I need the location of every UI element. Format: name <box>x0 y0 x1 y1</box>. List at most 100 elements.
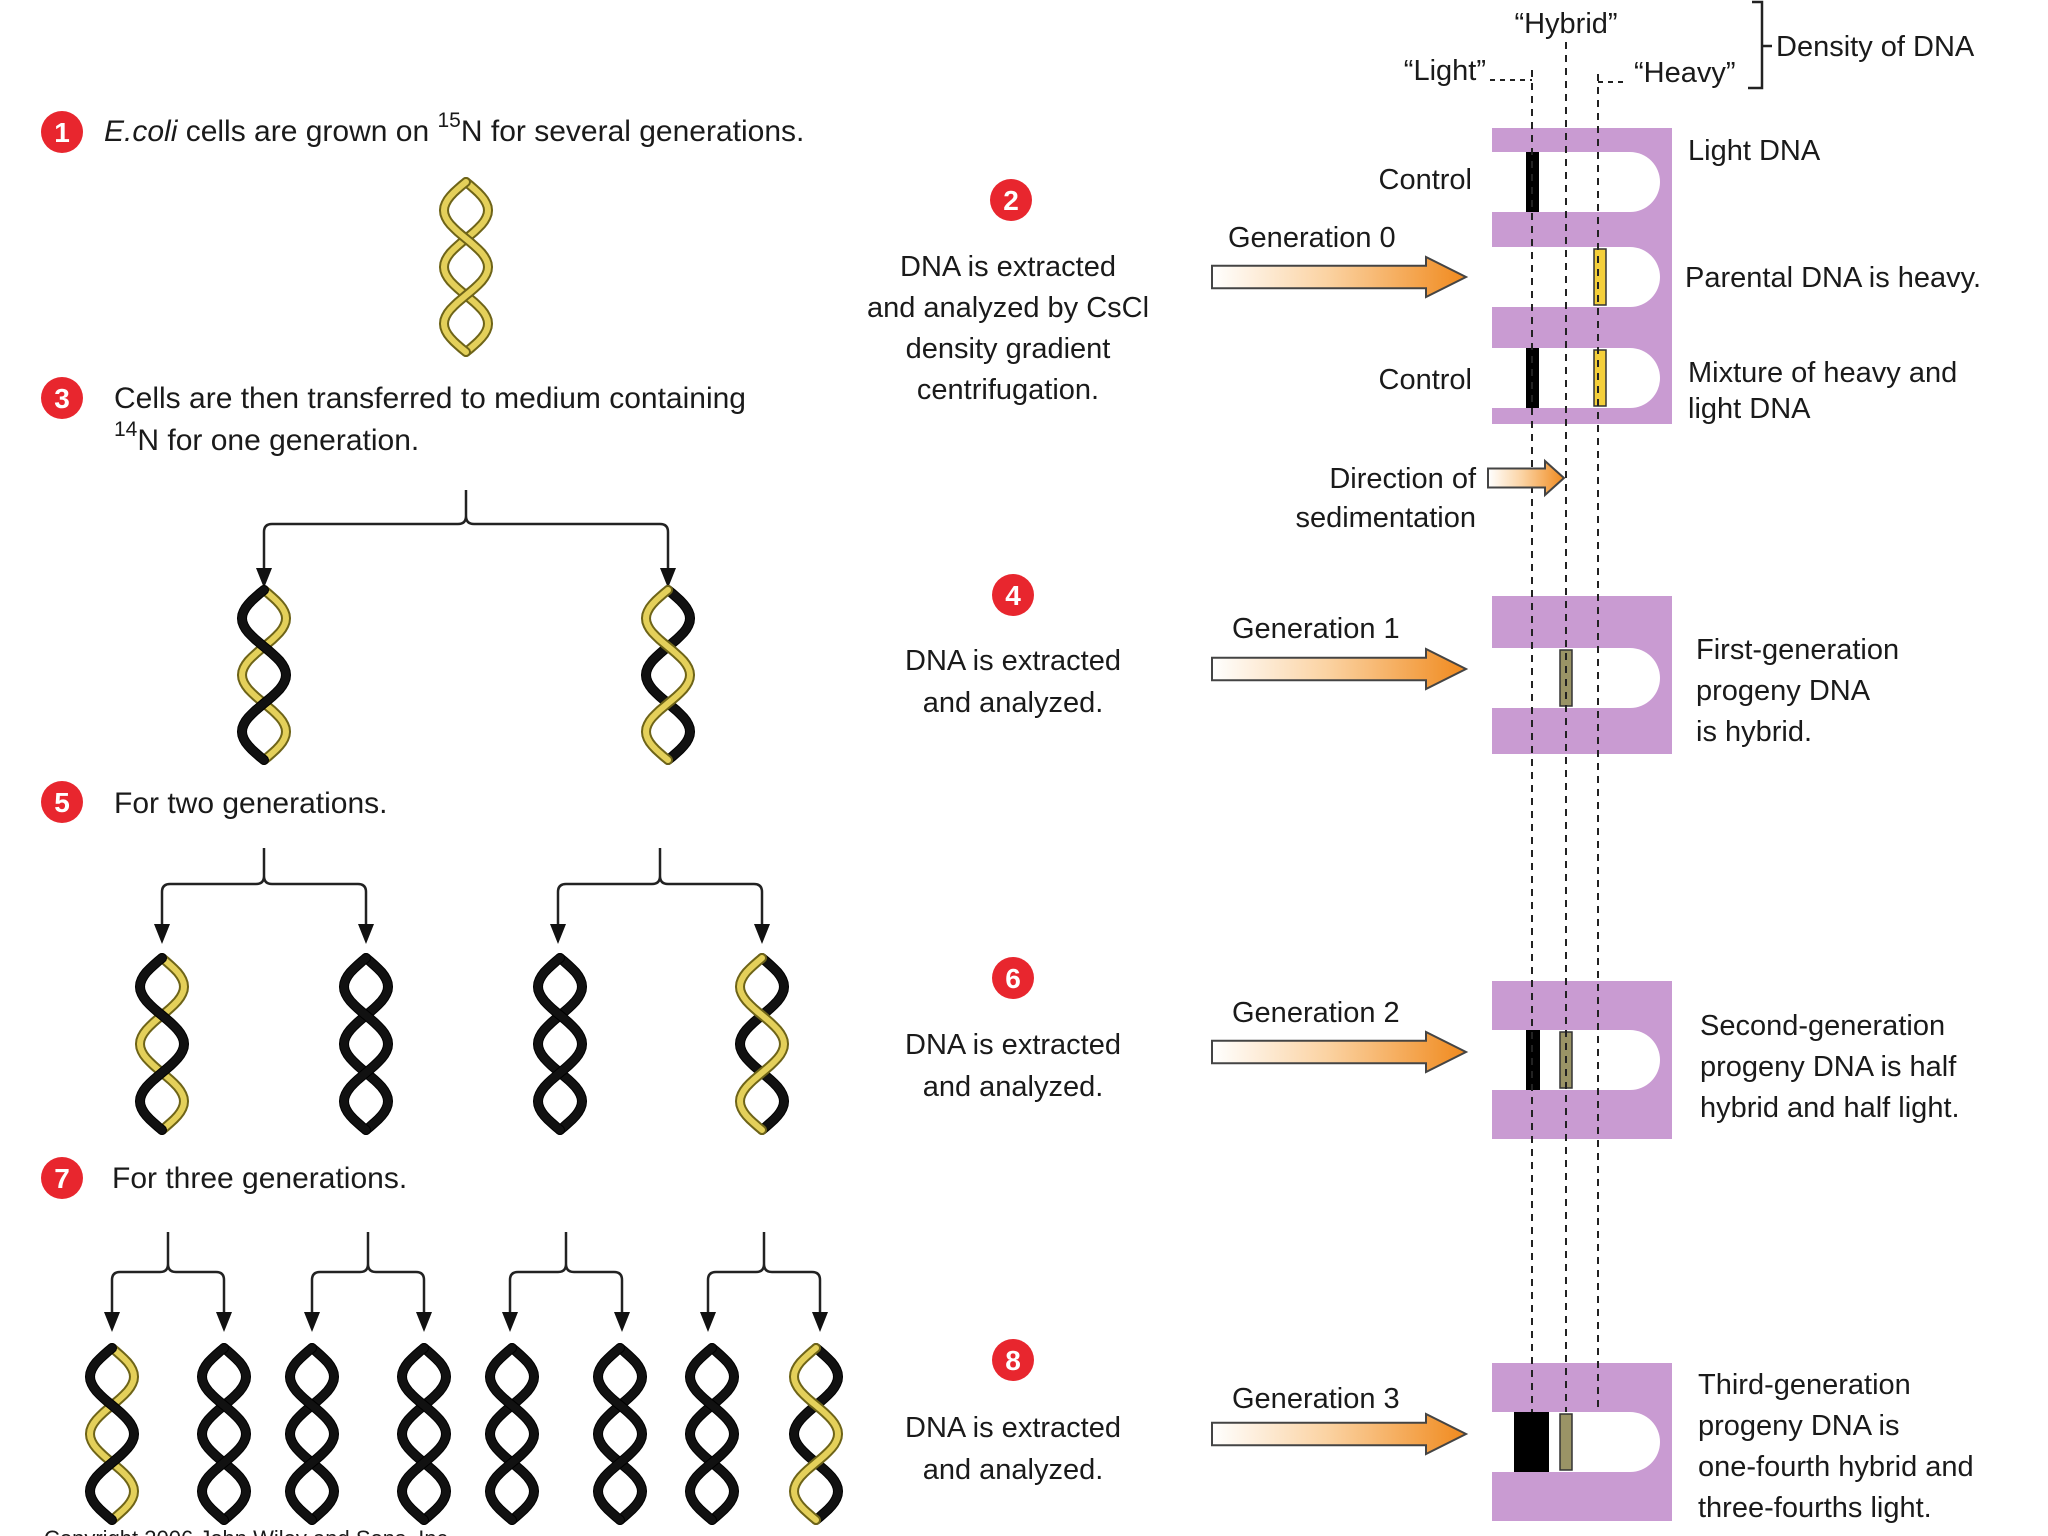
second-desc-3: hybrid and half light. <box>1700 1092 1960 1124</box>
first-desc-1: First-generation <box>1696 634 1899 666</box>
gen2-helix-2 <box>338 953 394 1135</box>
gen1-helix-left-strand-1 <box>238 587 290 763</box>
step-8: 8 DNA is extracted and analyzed. <box>905 1339 1121 1486</box>
control-light-tube <box>1492 152 1660 212</box>
parent-helix-strand-2 <box>440 179 492 355</box>
gen1-brace-lines <box>262 490 670 572</box>
gen2-helix-4-strand-1-outline <box>734 953 790 1135</box>
step-2-line-3: density gradient <box>906 333 1111 365</box>
step-1-text: E.coli cells are grown on 15N for severa… <box>104 109 804 148</box>
gen3-helix-3-strand-2-outline <box>284 1343 340 1525</box>
gen0-tube <box>1492 247 1660 307</box>
generation-3-label: Generation 3 <box>1232 1383 1400 1415</box>
direction-line-1: Direction of <box>1329 463 1477 495</box>
step-5-badge <box>41 781 83 823</box>
gen3-helix-1-strand-1 <box>86 1345 138 1523</box>
gen3-helix-7-strand-2 <box>685 1344 739 1524</box>
gen3-helix-2 <box>196 1343 252 1525</box>
third-desc-3: one-fourth hybrid and <box>1698 1451 1974 1483</box>
gen3-helix-2-strand-1-outline <box>196 1343 252 1525</box>
gen3-helix-5-strand-1-outline <box>484 1343 540 1525</box>
light-label: “Light” <box>1404 55 1486 87</box>
parental-dna-helix <box>438 177 494 357</box>
gen3-brace-4-arrowhead-left <box>700 1312 716 1332</box>
gen3-helix-6-strand-2 <box>593 1344 647 1524</box>
step-8-number: 8 <box>1005 1345 1021 1376</box>
gen3-helix-2-strand-1 <box>197 1344 251 1524</box>
step-8-badge <box>992 1339 1034 1381</box>
parent-helix <box>438 177 494 357</box>
generation-1-arrow <box>1211 647 1469 691</box>
generation-2-arrow <box>1211 1030 1469 1074</box>
step-1: 1 E.coli cells are grown on 15N for seve… <box>41 109 804 153</box>
gen3-helix-1 <box>84 1343 140 1525</box>
gen2-helix-1-strand-2-outline <box>134 953 190 1135</box>
step-5-text: For two generations. <box>114 787 387 820</box>
gen1-helix-right-strand-1 <box>641 586 695 764</box>
gen2-helix-3 <box>532 953 588 1135</box>
control-mixture-tube <box>1492 348 1660 408</box>
gen2-brace-left-arrowhead-right <box>358 924 374 944</box>
gen3-helix-4 <box>396 1343 452 1525</box>
step-6-line-1: DNA is extracted <box>905 1029 1121 1061</box>
step-1-number: 1 <box>54 117 70 148</box>
gen3-brace-1-lines <box>110 1232 226 1316</box>
gen3-helix-4-strand-1 <box>397 1344 451 1524</box>
generation-3-arrow <box>1211 1412 1469 1456</box>
density-bracket <box>1748 0 1772 90</box>
gen3-helix-4-strand-1-outline <box>396 1343 452 1525</box>
direction-line-2: sedimentation <box>1295 502 1476 534</box>
gen1-helix-right-strand-2 <box>642 587 694 763</box>
gen2-brace-right-arrowhead-right <box>754 924 770 944</box>
generation-0-label: Generation 0 <box>1228 222 1396 254</box>
gen3-helix-1-strand-2 <box>85 1344 139 1524</box>
gen3-helix-8-strand-2 <box>790 1345 842 1523</box>
gen3-helix-6 <box>592 1343 648 1525</box>
gen3-brace-4 <box>700 1232 828 1332</box>
gen2-helix-1-strand-2 <box>135 954 189 1134</box>
gen1-helix-right <box>640 585 696 765</box>
gen3-helix-3-strand-2 <box>285 1344 339 1524</box>
control-top-label: Control <box>1379 164 1473 196</box>
gen3-helix-6-strand-1 <box>593 1344 647 1524</box>
generation-0-arrow <box>1211 255 1469 299</box>
gen2-brace-left <box>154 848 374 944</box>
step-2-number: 2 <box>1003 185 1019 216</box>
gen3-brace-4-arrowhead-right <box>812 1312 828 1332</box>
gen3-brace-1-arrowhead-right <box>216 1312 232 1332</box>
gen3-helix-5-strand-1 <box>485 1344 539 1524</box>
gen3-brace-1-arrowhead-left <box>104 1312 120 1332</box>
gen3-helix-5-strand-2 <box>485 1344 539 1524</box>
heavy-label: “Heavy” <box>1634 57 1736 89</box>
control-bottom-label: Control <box>1379 364 1473 396</box>
gen1-helix-left-strand-2 <box>237 586 291 764</box>
density-reference-lines <box>1531 42 1599 1412</box>
step-8-line-1: DNA is extracted <box>905 1412 1121 1444</box>
gen2-helices <box>134 953 790 1135</box>
step-1-badge <box>41 111 83 153</box>
gen1-helix-right-strand-2-outline <box>640 585 696 765</box>
gen3-helix-1-strand-1-outline <box>84 1343 140 1525</box>
gen2-helix-4-strand-2-outline <box>734 953 790 1135</box>
first-desc-2: progeny DNA <box>1696 675 1871 707</box>
gen3-helix-7-strand-2-outline <box>684 1343 740 1525</box>
gen3-split-braces <box>104 1232 828 1332</box>
first-desc-3: is hybrid. <box>1696 716 1812 748</box>
step-2-line-2: and analyzed by CsCl <box>867 292 1149 324</box>
gen3-helix-8-strand-1 <box>789 1344 843 1524</box>
gen1-brace <box>256 490 676 588</box>
gen3-helix-1-strand-2-outline <box>84 1343 140 1525</box>
gen2-brace-right-arrowhead-left <box>550 924 566 944</box>
gen3-brace-2 <box>304 1232 432 1332</box>
step-8-line-2: and analyzed. <box>923 1454 1104 1486</box>
step-7-number: 7 <box>54 1163 70 1194</box>
control-light-band <box>1526 152 1539 212</box>
second-desc-1: Second-generation <box>1700 1010 1945 1042</box>
gen1-helix-left-strand-1-outline <box>236 585 292 765</box>
step-3: 3 Cells are then transferred to medium c… <box>41 377 746 457</box>
gen1-helix-right-strand-1-outline <box>640 585 696 765</box>
gen3-helix-2-strand-2 <box>197 1344 251 1524</box>
step-1-text-a: cells are grown on <box>177 115 437 148</box>
gen3-helix-4-strand-2-outline <box>396 1343 452 1525</box>
